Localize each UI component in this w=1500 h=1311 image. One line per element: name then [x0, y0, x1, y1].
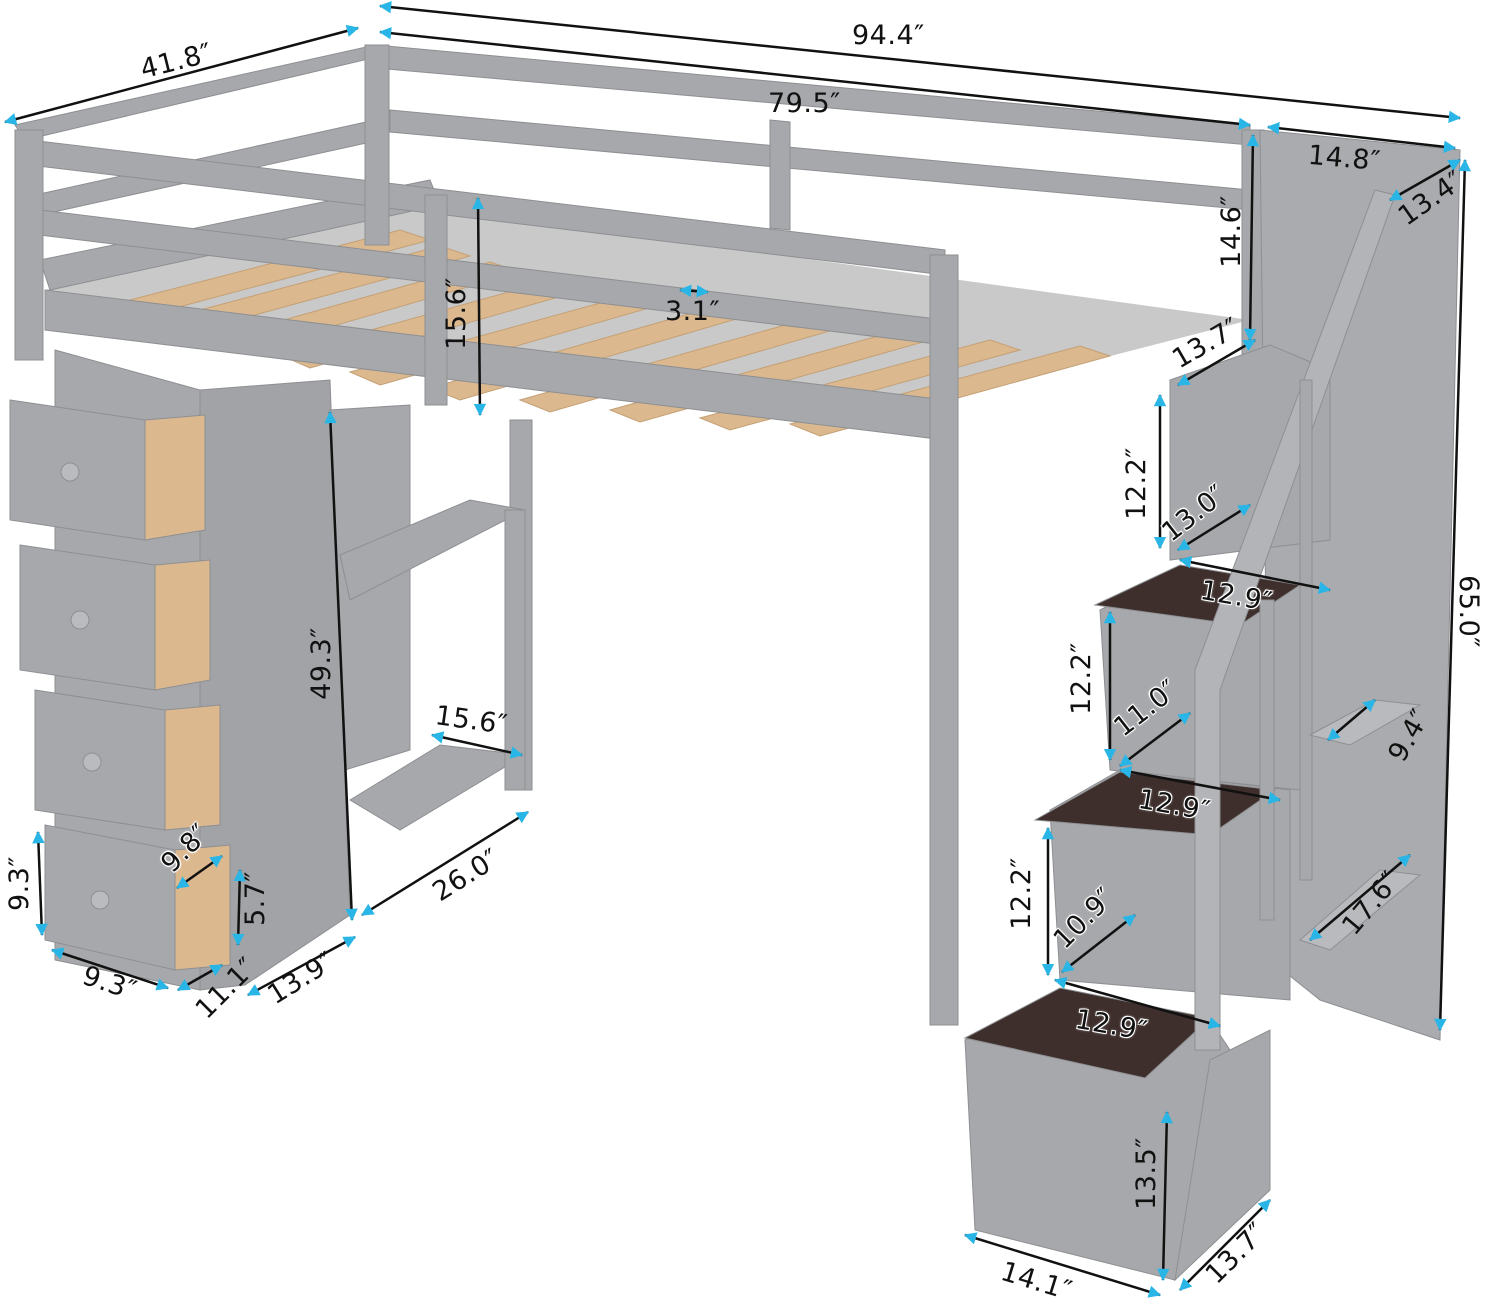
label-stair-rail-height: 14.6″ [1215, 195, 1247, 268]
label-step3-riser: 12.2″ [1005, 857, 1037, 930]
label-tower-height: 49.3″ [305, 627, 337, 700]
label-drawer-inner-height: 5.7″ [240, 870, 272, 927]
label-step2-riser: 12.2″ [1065, 642, 1097, 715]
label-overall-height: 65.0″ [1452, 575, 1484, 648]
drawer-tower [9, 349, 351, 991]
desk-shelf-unit [329, 404, 527, 831]
label-overall-length: 94.4″ [852, 20, 925, 51]
label-stair-top-width: 14.8″ [1306, 139, 1382, 178]
label-base-box-height: 13.5″ [1130, 1137, 1162, 1210]
drawers [9, 399, 231, 971]
label-drawer-height: 9.3″ [4, 855, 36, 912]
label-bed-length: 79.5″ [768, 88, 841, 119]
label-guardrail-height: 15.6″ [440, 277, 472, 350]
dimension-lines [3, 0, 1471, 1298]
label-step1-riser: 12.2″ [1120, 447, 1152, 520]
label-slat-gap: 3.1″ [665, 296, 721, 327]
